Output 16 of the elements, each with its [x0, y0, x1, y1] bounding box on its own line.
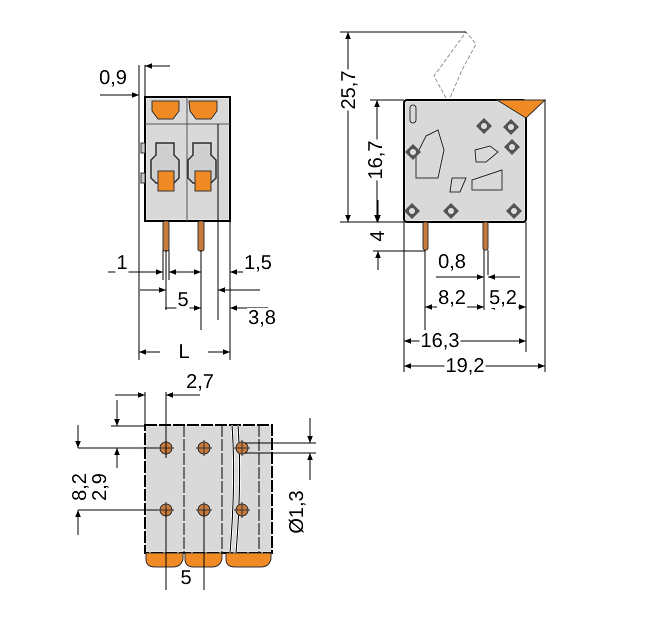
dimension-label: 1 — [115, 253, 129, 273]
dimension-label: 19,2 — [444, 356, 486, 376]
dimension-label: 0,9 — [98, 68, 128, 88]
dimension-label: 8,2 — [437, 288, 467, 308]
dimension-label: 5,2 — [488, 288, 518, 308]
dimension-label: 5 — [176, 290, 190, 310]
dimension-label: 16,7 — [366, 140, 386, 180]
dimension-label: Ø1,3 — [287, 489, 307, 535]
dimension-label: 2,9 — [90, 472, 110, 502]
dimension-label: 1,5 — [243, 253, 273, 273]
dimension-label: 0,8 — [437, 252, 467, 272]
dimension-label: 25,7 — [339, 70, 359, 110]
dimension-label: 16,3 — [420, 331, 460, 351]
dimension-label: 2,7 — [185, 372, 215, 392]
dimension-label: 3,8 — [247, 308, 277, 328]
dimension-label: 8,2 — [70, 472, 90, 502]
